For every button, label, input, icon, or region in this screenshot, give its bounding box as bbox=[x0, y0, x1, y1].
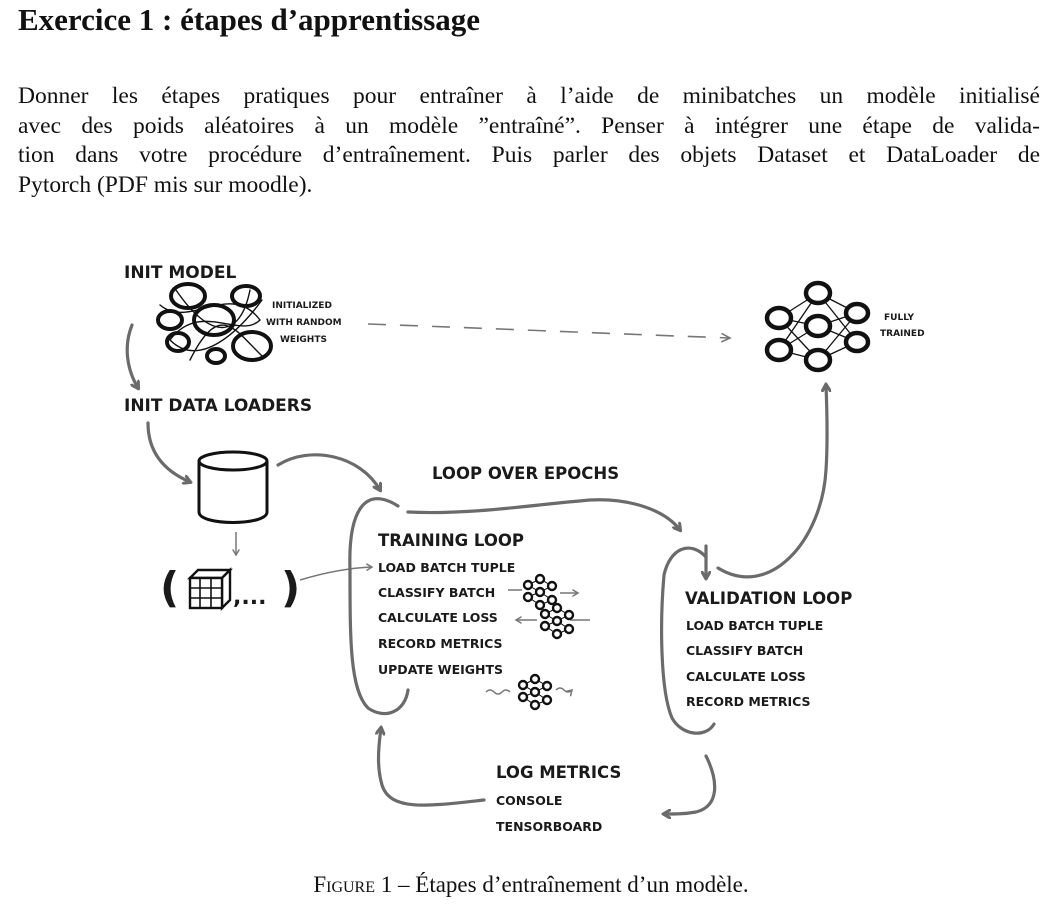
init-flow-arrow bbox=[125, 323, 138, 388]
trained-network-icon bbox=[764, 280, 871, 373]
training-loop-title: TRAINING LOOP bbox=[378, 531, 524, 550]
tuple-ellipsis: ,... bbox=[233, 585, 266, 610]
update-wave bbox=[485, 689, 511, 695]
figure-caption-label: Figure 1 bbox=[313, 872, 393, 897]
svg-text:): ) bbox=[281, 563, 300, 612]
log-metrics-item: TENSORBOARD bbox=[496, 819, 602, 834]
log-metrics-title: LOG METRICS bbox=[496, 763, 621, 782]
init-data-loaders-label: INIT DATA LOADERS bbox=[124, 396, 312, 416]
random-weights-label: INITIALIZED bbox=[272, 301, 332, 311]
load-batch-arrow bbox=[299, 563, 374, 581]
random-weights-label: WITH RANDOM bbox=[266, 318, 342, 328]
instruction-line: Pytorch (PDF mis sur moodle). bbox=[18, 171, 313, 198]
validation-step: CLASSIFY BATCH bbox=[686, 643, 803, 658]
fully-trained-label: FULLY bbox=[884, 313, 915, 323]
loop-over-epochs-label: LOOP OVER EPOCHS bbox=[432, 464, 619, 483]
training-step: CALCULATE LOSS bbox=[378, 610, 498, 625]
training-progress-dashed-arrow bbox=[367, 323, 732, 343]
figure-caption-text: – Étapes d’entraînement d’un modèle. bbox=[392, 872, 749, 897]
batch-tuple-icon: ( ,... ) bbox=[160, 563, 300, 612]
validation-to-log-arrow bbox=[664, 754, 717, 814]
exercise-title: Exercice 1 : étapes d’apprentissage bbox=[18, 2, 481, 37]
mini-network-icon bbox=[517, 673, 553, 711]
log-to-training-arrow bbox=[379, 728, 486, 807]
training-loop-bracket bbox=[348, 497, 410, 716]
validation-step: CALCULATE LOSS bbox=[686, 669, 806, 684]
validation-loop-title: VALIDATION LOOP bbox=[685, 589, 852, 608]
svg-text:(: ( bbox=[160, 563, 179, 612]
log-metrics-item: CONSOLE bbox=[496, 793, 562, 808]
training-to-validation-arrow bbox=[406, 498, 680, 530]
init-model-label: INIT MODEL bbox=[124, 263, 236, 283]
figure-caption: Figure 1 – Étapes d’entraînement d’un mo… bbox=[0, 872, 1062, 898]
random-network-icon bbox=[156, 282, 273, 365]
validation-loop-bracket bbox=[660, 546, 716, 735]
training-step: CLASSIFY BATCH bbox=[378, 585, 495, 600]
instruction-line: Donner les étapes pratiques pour entraîn… bbox=[18, 83, 1040, 109]
update-output-arrow bbox=[555, 687, 574, 697]
random-weights-label: WEIGHTS bbox=[280, 335, 327, 345]
training-step: UPDATE WEIGHTS bbox=[378, 662, 503, 677]
dataset-to-training-arrow bbox=[276, 453, 380, 490]
dataset-cylinder-icon bbox=[197, 450, 269, 524]
instruction-line: avec des poids aléatoires à un modèle ”e… bbox=[18, 112, 1040, 139]
validation-to-trained-arrow bbox=[716, 385, 827, 579]
validation-step: LOAD BATCH TUPLE bbox=[686, 618, 823, 633]
mini-network-icon bbox=[522, 573, 558, 611]
fully-trained-label: TRAINED bbox=[880, 329, 925, 339]
data-loader-flow-arrow bbox=[146, 421, 190, 482]
training-step: RECORD METRICS bbox=[378, 636, 503, 651]
exercise-instructions: Donner les étapes pratiques pour entraîn… bbox=[18, 82, 1040, 200]
instruction-line: tion dans votre procédure d’entraînement… bbox=[18, 142, 1040, 168]
training-step: LOAD BATCH TUPLE bbox=[378, 560, 515, 575]
mini-network-icon bbox=[539, 602, 575, 640]
validation-step: RECORD METRICS bbox=[686, 694, 811, 709]
